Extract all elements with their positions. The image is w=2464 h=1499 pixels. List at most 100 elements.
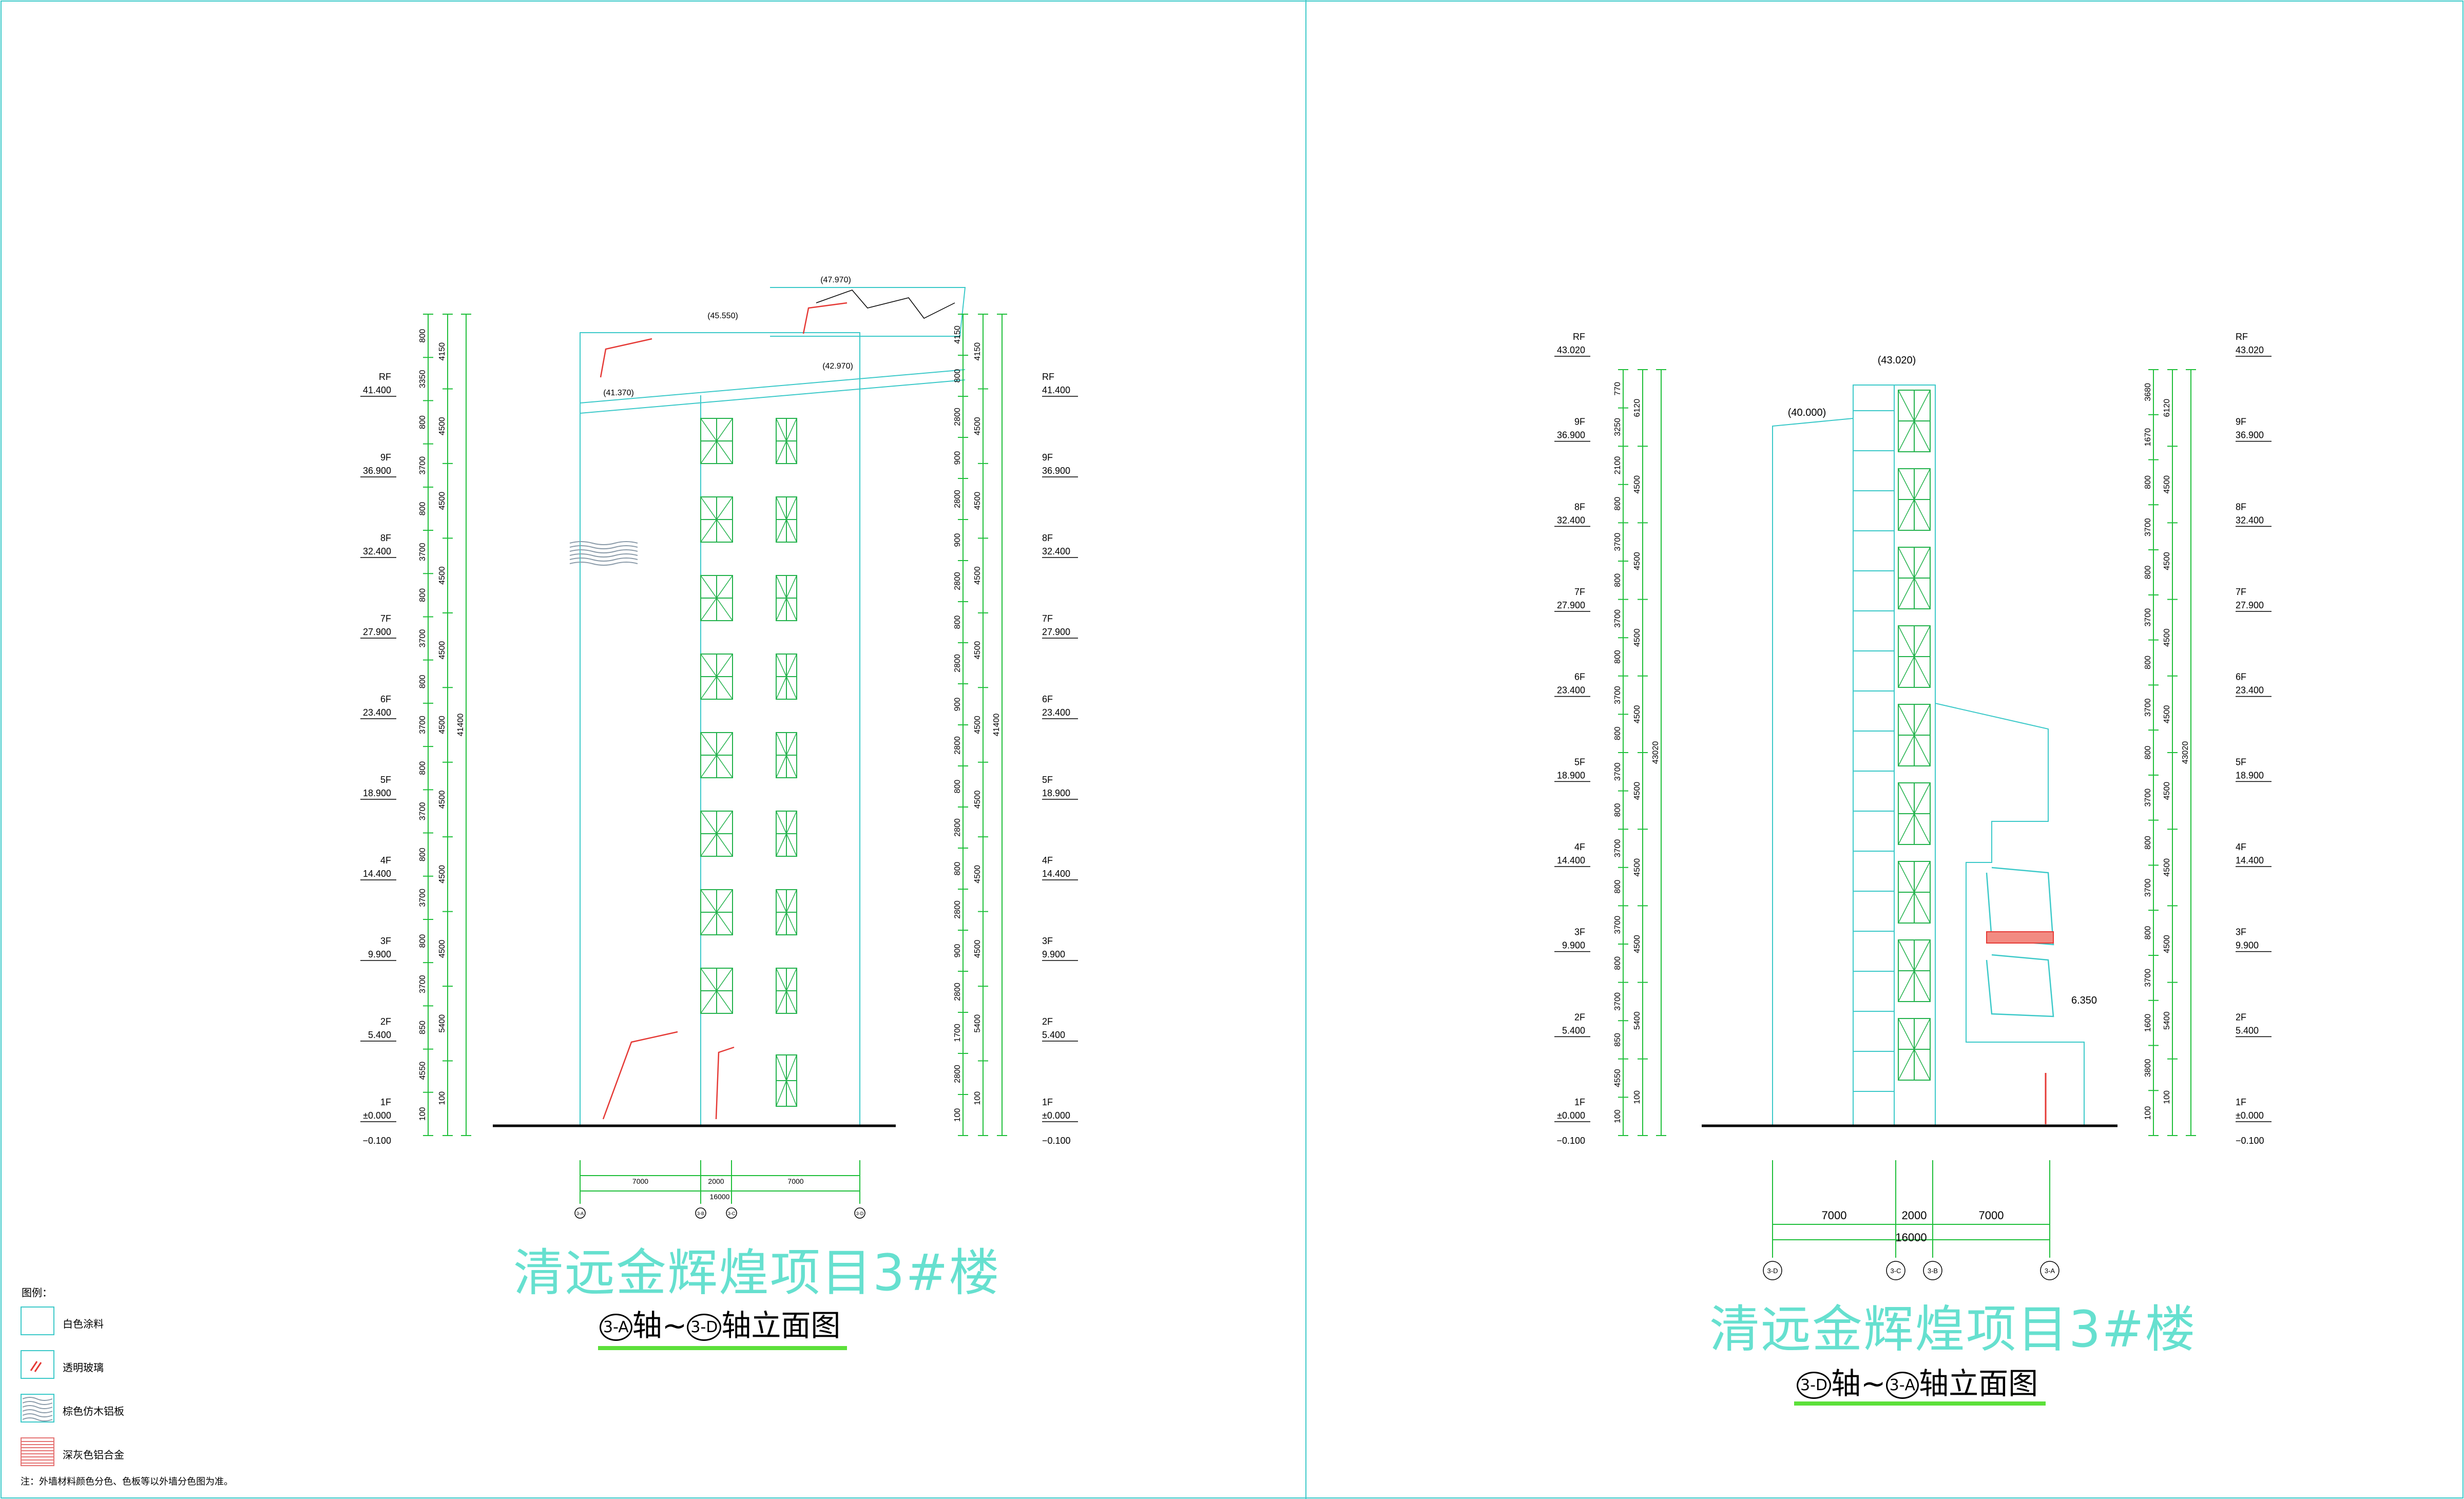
dim-value: 5400 <box>438 1014 447 1033</box>
window-brace <box>1898 1018 1931 1081</box>
dim-value: 3700 <box>2144 698 2152 717</box>
dim-value: 3700 <box>418 456 427 475</box>
bottom-dim-value: 7000 <box>632 1177 648 1185</box>
level-name: 2F <box>1042 1016 1053 1027</box>
level-elevation: 27.900 <box>363 627 391 637</box>
dim-value: 800 <box>953 780 962 794</box>
axis-circle <box>1763 1261 1782 1280</box>
window-unit <box>1898 468 1931 531</box>
level-name: 6F <box>2236 672 2246 682</box>
window-unit <box>700 496 733 543</box>
legend-item-aluminium: 深灰色铝合金 <box>21 1437 164 1469</box>
window-brace <box>776 575 797 621</box>
window-brace <box>700 968 733 1014</box>
dim-value: 4550 <box>418 1062 427 1080</box>
window-brace <box>700 575 733 621</box>
window-brace <box>1898 625 1931 688</box>
level-elevation: 43.020 <box>1557 345 1585 355</box>
blank-swatch-icon <box>21 1306 54 1335</box>
level-elevation: 27.900 <box>1042 627 1070 637</box>
window-brace <box>700 811 733 857</box>
dim-value: 3700 <box>2144 608 2152 627</box>
dim-value: 4500 <box>2163 628 2171 647</box>
bottom-total-value: 16000 <box>710 1193 730 1201</box>
dim-value: 6120 <box>1633 399 1642 417</box>
dim-value: 43020 <box>1651 741 1660 764</box>
dim-value: 2800 <box>953 983 962 1001</box>
window-unit <box>776 1054 797 1107</box>
dim-value: 800 <box>1613 573 1622 587</box>
axis-circle <box>854 1207 865 1219</box>
dim-value: 4500 <box>2163 935 2171 953</box>
left-dims-inner: 8003350800370080037008003700800370080037… <box>418 314 433 1136</box>
level-name: 4F <box>1042 855 1053 866</box>
dim-value: 800 <box>418 502 427 516</box>
window-brace <box>700 732 733 778</box>
level-elevation: 23.400 <box>363 707 391 718</box>
dim-value: 4500 <box>438 566 447 585</box>
dim-value: 800 <box>1613 803 1622 817</box>
dim-value: 3250 <box>1613 418 1622 436</box>
window-brace <box>1898 861 1931 924</box>
window-unit <box>776 811 797 857</box>
level-name: 8F <box>2236 502 2246 512</box>
wood-panel <box>569 541 638 566</box>
dim-value: 800 <box>418 934 427 948</box>
level-elevation: 23.400 <box>1042 707 1070 718</box>
dim-value: 4500 <box>1633 935 1642 953</box>
wood-grain-line <box>569 541 638 545</box>
level-elevation: 36.900 <box>1557 430 1585 440</box>
axis-bubble: 3-C <box>1886 1261 1905 1280</box>
level-elevation: 14.400 <box>2236 855 2264 866</box>
level-name: 9F <box>1042 452 1053 463</box>
axis-label: 3-D <box>1767 1267 1778 1275</box>
axis-link-text: 轴~ <box>1831 1366 1886 1401</box>
level-name: 2F <box>380 1016 391 1027</box>
legend-label: 白色涂料 <box>63 1318 104 1330</box>
dim-value: 100 <box>2144 1106 2152 1120</box>
dim-value: 1600 <box>2144 1014 2152 1032</box>
axis-circle <box>695 1207 706 1219</box>
level-elevation: 27.900 <box>1557 600 1585 610</box>
dim-value: 100 <box>973 1091 982 1105</box>
dim-value: 3700 <box>2144 789 2152 807</box>
dim-value: 800 <box>418 848 427 861</box>
window-unit <box>1898 704 1931 766</box>
dim-value: 800 <box>953 616 962 629</box>
top-elevation-label: (41.370) <box>603 389 634 397</box>
window-unit <box>700 811 733 857</box>
dim-value: 770 <box>1613 382 1622 396</box>
window-unit <box>1898 782 1931 845</box>
level-name: RF <box>1573 332 1585 342</box>
axis-label: 3-C <box>728 1211 736 1216</box>
level-name: 5F <box>380 775 391 785</box>
axis-circle <box>574 1207 586 1219</box>
dim-value: 4500 <box>973 566 982 585</box>
level-name: 3F <box>380 936 391 946</box>
dim-value: 2800 <box>953 490 962 508</box>
dim-value: 4500 <box>2163 782 2171 800</box>
dim-value: 4500 <box>1633 705 1642 724</box>
window-brace <box>1898 390 1931 452</box>
dim-value: 800 <box>2144 656 2152 669</box>
dim-value: 3700 <box>418 629 427 648</box>
bottom-dim-value: 2000 <box>708 1177 724 1185</box>
right-dims-total: 41400 <box>992 314 1007 1136</box>
level-name: 7F <box>1042 613 1053 624</box>
axis-label: 3-A <box>576 1211 584 1216</box>
aluminium-swatch-icon <box>21 1437 54 1466</box>
dim-value: 4150 <box>953 325 962 344</box>
window-brace <box>700 654 733 700</box>
level-elevation: 23.400 <box>1557 685 1585 696</box>
axis-bubble: 3-B <box>695 1207 706 1219</box>
dim-value: 100 <box>418 1107 427 1121</box>
legend-item-white-paint: 白色涂料 <box>21 1306 164 1338</box>
window-brace <box>776 418 797 464</box>
level-elevation: 41.400 <box>363 385 391 395</box>
window-brace <box>1898 939 1931 1002</box>
window-brace <box>700 496 733 543</box>
axis-circle <box>2040 1261 2059 1280</box>
window-unit <box>1898 390 1931 452</box>
